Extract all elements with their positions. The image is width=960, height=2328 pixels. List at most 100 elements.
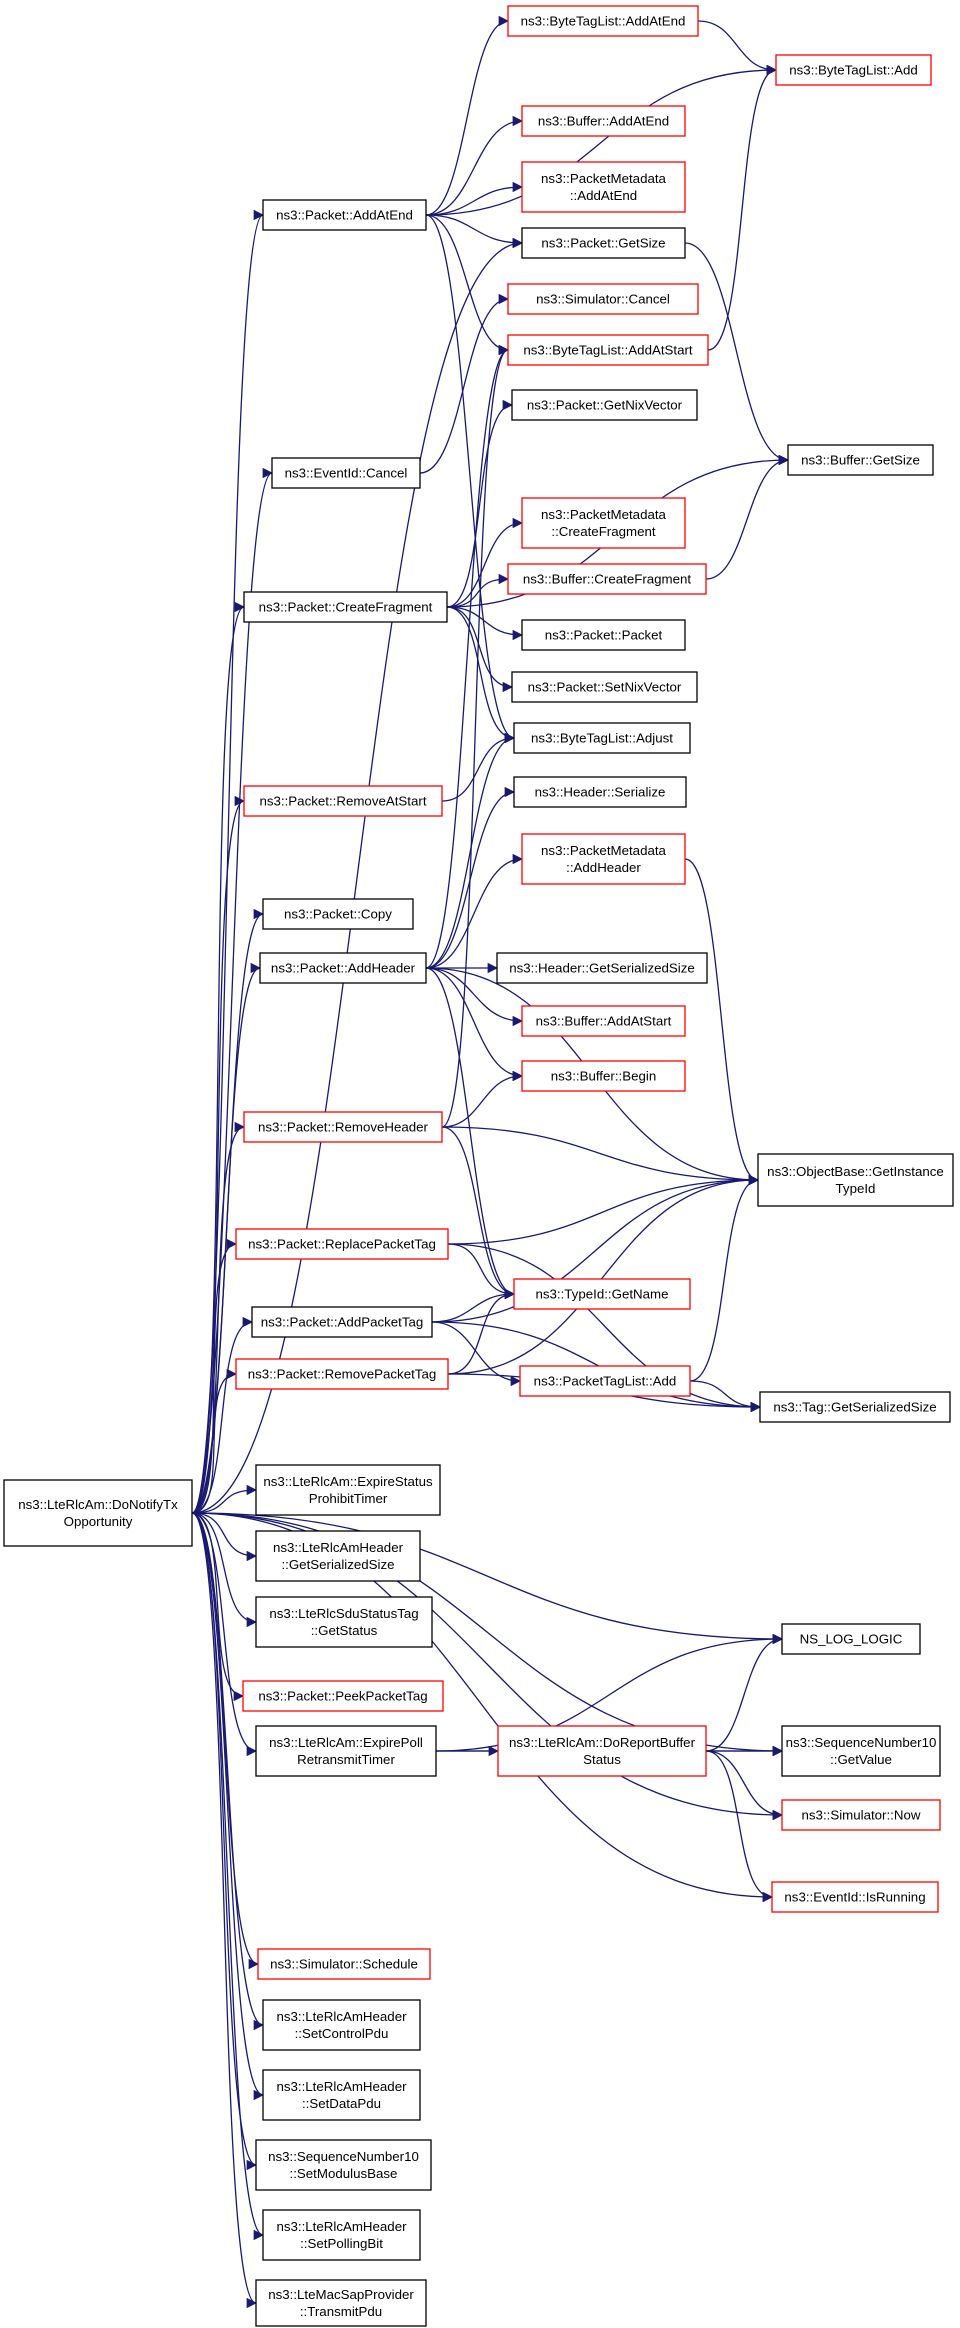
- node-sn10-setmod[interactable]: ns3::SequenceNumber10::SetModulusBase: [255, 2139, 432, 2191]
- edge-root-to-sn10_setmod: [191, 1512, 258, 2171]
- node-pkt-addheader[interactable]: ns3::Packet::AddHeader: [259, 952, 427, 984]
- node-pkt-removeheader[interactable]: ns3::Packet::RemoveHeader: [243, 1111, 443, 1143]
- node-label-line: ::SetModulusBase: [290, 2166, 398, 2181]
- node-pkt-removetag[interactable]: ns3::Packet::RemovePacketTag: [235, 1358, 449, 1390]
- node-label-line: ::SetDataPdu: [302, 2096, 381, 2111]
- node-label-line: ns3::LteRlcAm::DoNotifyTx: [18, 1497, 178, 1512]
- edge-pkt_addtag-to-ptl_add: [431, 1321, 522, 1387]
- node-pkt-replacetag[interactable]: ns3::Packet::ReplacePacketTag: [235, 1228, 449, 1260]
- node-eventid-cancel[interactable]: ns3::EventId::Cancel: [271, 457, 421, 489]
- node-rlchdr-setpoll[interactable]: ns3::LteRlcAmHeader::SetPollingBit: [262, 2209, 421, 2261]
- node-pkt-peektag[interactable]: ns3::Packet::PeekPacketTag: [242, 1680, 444, 1712]
- node-label-line: ns3::Header::GetSerializedSize: [509, 961, 695, 976]
- node-sn10-getvalue[interactable]: ns3::SequenceNumber10::GetValue: [781, 1725, 941, 1777]
- edge-root-to-pkt_addheader: [191, 962, 262, 1514]
- node-box: [255, 2139, 432, 2191]
- node-box: [497, 1725, 707, 1777]
- node-pm-createfrag[interactable]: ns3::PacketMetadata::CreateFragment: [521, 497, 686, 549]
- node-buf-getsize[interactable]: ns3::Buffer::GetSize: [787, 444, 934, 476]
- node-pkt-setnix[interactable]: ns3::Packet::SetNixVector: [511, 671, 698, 703]
- node-label-line: ns3::PacketMetadata: [541, 843, 667, 858]
- edge-pkt_createfrag-to-pkt_setnix: [446, 606, 514, 693]
- node-label-line: ns3::LteRlcAm::ExpirePoll: [269, 1735, 423, 1750]
- edge-pkt_addheader-to-pm_addheader: [425, 853, 524, 969]
- node-box: [521, 1060, 686, 1092]
- node-buf-begin[interactable]: ns3::Buffer::Begin: [521, 1060, 686, 1092]
- node-label-line: ns3::EventId::IsRunning: [784, 1890, 925, 1905]
- node-rlchdr-setdata[interactable]: ns3::LteRlcAmHeader::SetDataPdu: [262, 2069, 421, 2121]
- node-tag-getsersize[interactable]: ns3::Tag::GetSerializedSize: [759, 1391, 951, 1423]
- edge-pkt_getsize-to-buf_getsize: [684, 242, 790, 466]
- node-buf-addatend[interactable]: ns3::Buffer::AddAtEnd: [521, 105, 686, 137]
- node-label-line: ns3::PacketTagList::Add: [534, 1374, 677, 1389]
- node-label-line: ns3::Header::Serialize: [535, 785, 666, 800]
- node-label-line: ns3::EventId::Cancel: [285, 466, 408, 481]
- node-pkt-copy[interactable]: ns3::Packet::Copy: [262, 898, 414, 930]
- edge-pkt_addheader-to-btl_addatstart: [425, 344, 510, 969]
- node-pm-addatend[interactable]: ns3::PacketMetadata::AddAtEnd: [521, 161, 686, 213]
- node-pkt-packet[interactable]: ns3::Packet::Packet: [521, 619, 686, 651]
- node-label-line: ::SetControlPdu: [295, 2026, 389, 2041]
- node-btl-addatstart[interactable]: ns3::ByteTagList::AddAtStart: [507, 334, 709, 366]
- node-box: [255, 1464, 441, 1516]
- node-eventid-isrunning[interactable]: ns3::EventId::IsRunning: [771, 1881, 939, 1913]
- node-pkt-removeatstart[interactable]: ns3::Packet::RemoveAtStart: [243, 785, 443, 817]
- node-box: [257, 1948, 431, 1980]
- node-pkt-createfrag[interactable]: ns3::Packet::CreateFragment: [243, 591, 448, 623]
- node-pm-addheader[interactable]: ns3::PacketMetadata::AddHeader: [521, 833, 686, 885]
- edge-pkt_createfrag-to-buf_createfrag: [446, 573, 510, 608]
- node-label-line: ns3::Simulator::Now: [802, 1808, 921, 1823]
- node-nslog[interactable]: NS_LOG_LOGIC: [781, 1623, 921, 1655]
- node-box: [771, 1881, 939, 1913]
- node-hdr-serialize[interactable]: ns3::Header::Serialize: [513, 776, 687, 808]
- node-box: [513, 1278, 691, 1310]
- node-sdutag-getstatus[interactable]: ns3::LteRlcSduStatusTag::GetStatus: [255, 1596, 433, 1648]
- node-btl-add[interactable]: ns3::ByteTagList::Add: [775, 54, 932, 86]
- node-ptl-add[interactable]: ns3::PacketTagList::Add: [519, 1365, 691, 1397]
- node-macsap-transmit[interactable]: ns3::LteMacSapProvider::TransmitPdu: [255, 2279, 427, 2327]
- node-pkt-getnix[interactable]: ns3::Packet::GetNixVector: [511, 389, 698, 421]
- node-pkt-addtag[interactable]: ns3::Packet::AddPacketTag: [251, 1306, 433, 1338]
- node-label-line: ns3::Buffer::AddAtStart: [536, 1014, 672, 1029]
- node-label-line: ns3::LteRlcSduStatusTag: [269, 1606, 418, 1621]
- node-label-line: ns3::LteMacSapProvider: [268, 2287, 414, 2302]
- node-box: [521, 227, 686, 259]
- node-sim-cancel[interactable]: ns3::Simulator::Cancel: [507, 283, 699, 315]
- node-hdr-getsersize[interactable]: ns3::Header::GetSerializedSize: [496, 952, 708, 984]
- node-box: [262, 898, 414, 930]
- node-sim-schedule[interactable]: ns3::Simulator::Schedule: [257, 1948, 431, 1980]
- node-box: [507, 283, 699, 315]
- edge-root-to-rlchdr_setpoll: [191, 1512, 265, 2241]
- node-sim-now[interactable]: ns3::Simulator::Now: [781, 1799, 941, 1831]
- node-btl-adjust[interactable]: ns3::ByteTagList::Adjust: [513, 722, 691, 754]
- edge-pkt_replacetag-to-typeid_getname: [447, 1243, 516, 1300]
- node-rlchdr-setcontrol[interactable]: ns3::LteRlcAmHeader::SetControlPdu: [262, 1999, 421, 2051]
- nodes-layer: ns3::LteRlcAm::DoNotifyTxOpportunityns3:…: [3, 5, 954, 2327]
- node-pkt-getsize[interactable]: ns3::Packet::GetSize: [521, 227, 686, 259]
- edge-pkt_removeheader-to-btl_addatstart: [441, 344, 510, 1128]
- node-box: [262, 199, 427, 231]
- node-label-line: ns3::ByteTagList::AddAtEnd: [521, 14, 686, 29]
- node-label-line: RetransmitTimer: [297, 1752, 395, 1767]
- node-box: [781, 1799, 941, 1831]
- edge-ptl_add-to-ob_getinstance: [689, 1174, 760, 1382]
- edge-pkt_replacetag-to-tag_getsersize: [447, 1243, 762, 1413]
- node-label-line: ns3::Packet::Copy: [284, 907, 392, 922]
- node-rlchdr-getsersize[interactable]: ns3::LteRlcAmHeader::GetSerializedSize: [255, 1530, 421, 1582]
- node-buf-createfrag[interactable]: ns3::Buffer::CreateFragment: [507, 563, 707, 595]
- node-box: [243, 591, 448, 623]
- node-btl-addatend[interactable]: ns3::ByteTagList::AddAtEnd: [507, 5, 699, 37]
- edge-root-to-pkt_replacetag: [191, 1238, 238, 1514]
- edge-pkt_addatend-to-btl_addatend: [425, 15, 510, 216]
- node-pkt-addatend[interactable]: ns3::Packet::AddAtEnd: [262, 199, 427, 231]
- node-box: [521, 105, 686, 137]
- node-label-line: ns3::ByteTagList::Adjust: [531, 731, 673, 746]
- node-typeid-getname[interactable]: ns3::TypeId::GetName: [513, 1278, 691, 1310]
- node-buf-addatstart[interactable]: ns3::Buffer::AddAtStart: [521, 1005, 686, 1037]
- node-box: [243, 785, 443, 817]
